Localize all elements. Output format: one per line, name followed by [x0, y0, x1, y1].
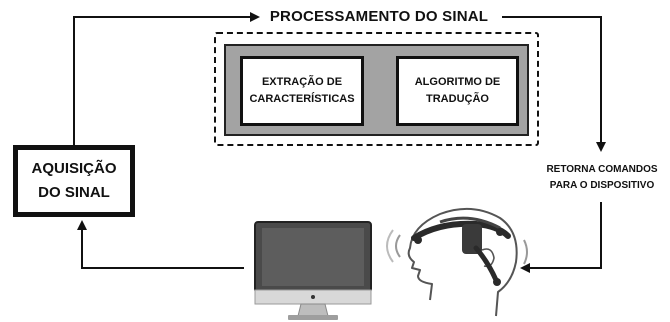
- return-commands-label: RETORNA COMANDOS PARA O DISPOSITIVO: [535, 162, 669, 194]
- computer-monitor-icon: [254, 221, 372, 320]
- translation-algorithm-label: ALGORITMO DE TRADUÇÃO: [414, 76, 501, 105]
- translation-algorithm-box: ALGORITMO DE TRADUÇÃO: [396, 56, 519, 126]
- signal-acquisition-label: AQUISIÇÃO DO SINAL: [31, 160, 117, 201]
- processing-title: PROCESSAMENTO DO SINAL: [269, 8, 489, 25]
- processing-group-border: [214, 32, 539, 146]
- feature-extraction-box: EXTRAÇÃO DE CARACTERÍSTICAS: [240, 56, 364, 126]
- arrow-user-to-acquisition: [77, 220, 244, 269]
- signal-acquisition-box: AQUISIÇÃO DO SINAL: [13, 145, 135, 217]
- return-commands-text: RETORNA COMANDOS PARA O DISPOSITIVO: [546, 164, 658, 191]
- arrow-return-to-user: [520, 202, 602, 273]
- eeg-headset-head-icon: [386, 207, 528, 317]
- arrow-acquisition-to-processing: [73, 12, 260, 145]
- feature-extraction-label: EXTRAÇÃO DE CARACTERÍSTICAS: [249, 76, 355, 105]
- arrow-processing-to-return: [502, 16, 606, 152]
